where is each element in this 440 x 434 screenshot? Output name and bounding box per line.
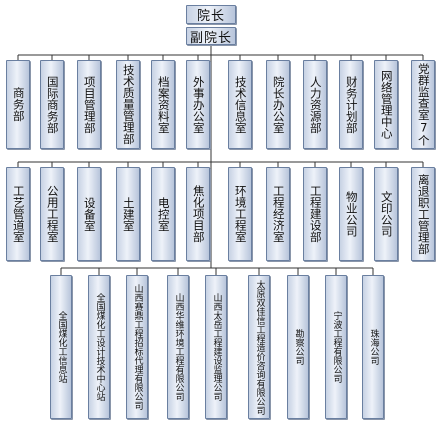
department-box-10: 财务计划部: [339, 60, 363, 149]
office-box-label: 工程建设部: [308, 185, 323, 243]
subsidiary-box-5: 山西太岳工程建设监理公司: [205, 275, 227, 419]
department-box-8: 院长办公室: [266, 60, 290, 149]
subsidiary-box-label: 珠海公司: [368, 329, 379, 365]
department-box-11: 网络管理中心: [374, 60, 398, 149]
department-box-9: 人力资源部: [303, 60, 327, 149]
department-box-7: 技术信息室: [228, 60, 252, 149]
subsidiary-box-9: 珠海公司: [362, 275, 384, 419]
subsidiary-box-label: 勘察公司: [293, 329, 304, 365]
department-box-label: 财务计划部: [344, 75, 359, 134]
office-box-12: 离退职工管理部: [411, 167, 435, 261]
department-box-5: 档案资料室: [151, 60, 175, 149]
office-box-label: 环境工程室: [233, 185, 248, 243]
department-box-label: 技术质量管理部: [121, 64, 136, 145]
department-box-label: 网络管理中心: [379, 70, 394, 139]
subsidiary-box-label: 宁波工程有限公司: [331, 311, 342, 383]
office-box-label: 公用工程室: [45, 185, 60, 243]
subsidiary-box-label: 太原双佳信工程造价咨询有限公司: [254, 279, 265, 415]
department-box-label: 技术信息室: [233, 75, 248, 134]
office-box-7: 环境工程室: [228, 167, 252, 261]
office-box-1: 工艺管道室: [6, 167, 30, 261]
office-box-9: 工程建设部: [303, 167, 327, 261]
department-box-6: 外事办公室: [186, 60, 210, 149]
office-box-5: 电控室: [151, 167, 175, 261]
subsidiary-box-label: 全国煤化工设计技术中心站: [94, 293, 105, 401]
office-box-label: 电控室: [156, 196, 171, 232]
office-box-11: 文印公司: [374, 167, 398, 261]
president-box: 院长: [186, 5, 236, 24]
office-box-4: 土建室: [116, 167, 140, 261]
office-box-label: 离退职工管理部: [416, 173, 431, 255]
subsidiary-box-8: 宁波工程有限公司: [325, 275, 347, 419]
department-box-label: 商务部: [11, 87, 26, 122]
office-box-label: 文印公司: [379, 191, 394, 237]
department-box-label: 档案资料室: [156, 75, 171, 134]
subsidiary-box-label: 山西赛鼎工程招标代理有限公司: [132, 284, 143, 410]
department-box-label: 院长办公室: [271, 75, 286, 134]
subsidiary-box-1: 全国煤化工信息站: [50, 275, 72, 419]
office-box-label: 设备室: [82, 196, 97, 232]
subsidiary-box-label: 山西太岳工程建设监理公司: [211, 293, 222, 401]
office-box-label: 工程经济室: [271, 185, 286, 243]
office-box-3: 设备室: [77, 167, 101, 261]
subsidiary-box-6: 太原双佳信工程造价咨询有限公司: [248, 275, 270, 419]
office-box-6: 焦化项目部: [186, 167, 210, 261]
office-box-10: 物业公司: [339, 167, 363, 261]
office-box-8: 工程经济室: [266, 167, 290, 261]
department-box-4: 技术质量管理部: [116, 60, 140, 149]
subsidiary-box-3: 山西赛鼎工程招标代理有限公司: [126, 275, 148, 419]
subsidiary-box-2: 全国煤化工设计技术中心站: [88, 275, 110, 419]
department-box-label: 外事办公室: [191, 75, 206, 134]
department-box-12: 党群监查室7个: [411, 60, 435, 149]
office-box-label: 物业公司: [344, 191, 359, 237]
office-box-2: 公用工程室: [40, 167, 64, 261]
subsidiary-box-label: 山西华维环境工程有限公司: [173, 293, 184, 401]
department-box-label: 党群监查室7个: [416, 63, 431, 146]
vice-president-box: 副院长: [186, 27, 236, 46]
department-box-label: 项目管理部: [82, 75, 97, 134]
department-box-label: 人力资源部: [308, 75, 323, 134]
office-box-label: 工艺管道室: [11, 185, 26, 243]
department-box-3: 项目管理部: [77, 60, 101, 149]
subsidiary-box-4: 山西华维环境工程有限公司: [167, 275, 189, 419]
office-box-label: 土建室: [121, 196, 136, 232]
department-box-2: 国际商务部: [40, 60, 64, 149]
office-box-label: 焦化项目部: [191, 185, 206, 243]
subsidiary-box-label: 全国煤化工信息站: [56, 311, 67, 383]
subsidiary-box-7: 勘察公司: [287, 275, 309, 419]
department-box-label: 国际商务部: [45, 75, 60, 134]
department-box-1: 商务部: [6, 60, 30, 149]
